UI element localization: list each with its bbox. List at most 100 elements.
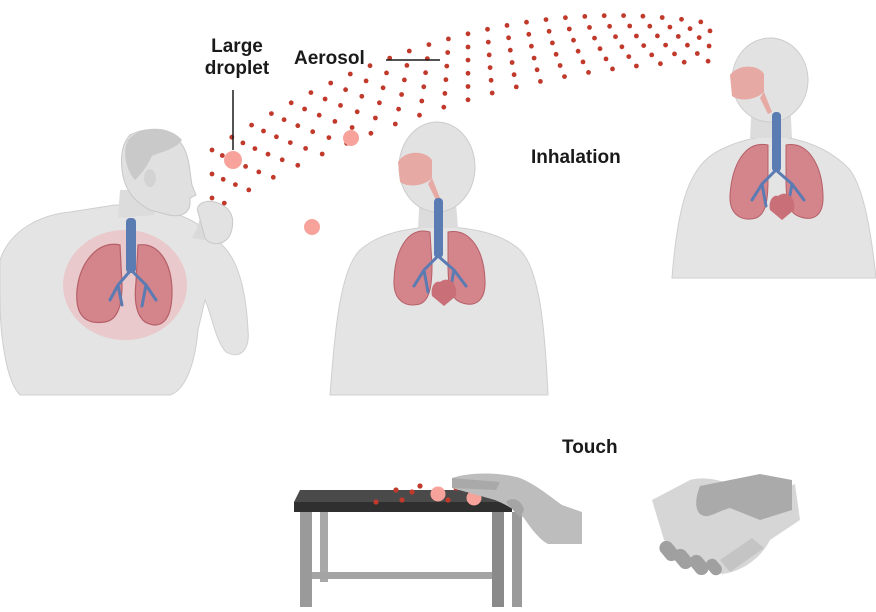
aerosol-dot — [668, 25, 673, 30]
aerosol-dot — [355, 109, 360, 114]
aerosol-dot — [280, 157, 285, 162]
aerosol-dot — [529, 44, 534, 49]
aerosol-dot — [295, 123, 300, 128]
aerosol-dot — [641, 43, 646, 48]
aerosol-dot — [487, 53, 492, 58]
aerosol-dot — [544, 17, 549, 22]
aerosol-dot — [488, 65, 493, 70]
aerosol-dot — [610, 67, 615, 72]
aerosol-dot — [607, 24, 612, 29]
aerosol-dot — [489, 78, 494, 83]
aerosol-dot — [706, 59, 711, 64]
aerosol-dot — [444, 64, 449, 69]
aerosol-dot — [567, 27, 572, 32]
aerosol-dot — [490, 91, 495, 96]
aerosol-dot — [535, 67, 540, 72]
aerosol-dot — [526, 32, 531, 37]
large-droplet — [304, 219, 320, 235]
aerosol-dot — [505, 23, 510, 28]
aerosol-dot — [261, 129, 266, 134]
aerosol-dot — [241, 141, 246, 146]
aerosol-dot — [328, 81, 333, 86]
aerosol-dot — [663, 43, 668, 48]
aerosol-dot — [309, 90, 314, 95]
aerosol-dot — [581, 60, 586, 65]
large-droplets — [224, 130, 359, 235]
aerosol-dot — [598, 46, 603, 51]
aerosol-dot — [271, 175, 276, 180]
aerosol-dot — [327, 135, 332, 140]
aerosol-dot — [647, 24, 652, 29]
aerosol-dot — [707, 44, 712, 49]
touch-label: Touch — [562, 437, 618, 459]
aerosol-dot — [221, 177, 226, 182]
large-droplet-label: Large droplet — [203, 36, 271, 80]
aerosol-dot — [621, 13, 626, 18]
inhaling-person-right — [672, 38, 876, 278]
large-droplet-label-line2: droplet — [203, 58, 271, 80]
aerosol-dot — [338, 103, 343, 108]
aerosol-dot — [466, 58, 471, 63]
aerosol-dot — [373, 116, 378, 121]
aerosol-dot — [288, 140, 293, 145]
aerosol-dot — [592, 36, 597, 41]
aerosol-dot — [359, 94, 364, 99]
aerosol-dot — [443, 91, 448, 96]
aerosol-dot — [222, 201, 227, 206]
aerosol-dot — [571, 38, 576, 43]
aerosol-dot — [399, 92, 404, 97]
aerosol-dot — [419, 99, 424, 104]
aerosol-label: Aerosol — [294, 48, 365, 70]
aerosol-dot — [320, 152, 325, 157]
aerosol-dot — [220, 153, 225, 158]
aerosol-dot — [576, 49, 581, 54]
aerosol-dot — [405, 63, 410, 68]
table — [294, 490, 522, 607]
aerosol-dot — [295, 163, 300, 168]
aerosol-dot — [532, 56, 537, 61]
aerosol-dot — [256, 170, 261, 175]
aerosol-dot — [253, 146, 258, 151]
aerosol-dot — [333, 119, 338, 124]
aerosol-dot — [512, 72, 517, 77]
aerosol-dot — [550, 41, 555, 46]
aerosol-dot — [243, 164, 248, 169]
aerosol-dot — [233, 182, 238, 187]
aerosol-dot — [466, 97, 471, 102]
aerosol-dot — [660, 15, 665, 20]
aerosol-dot — [485, 27, 490, 32]
aerosol-dot — [649, 53, 654, 58]
aerosol-dot — [466, 71, 471, 76]
aerosol-dot — [446, 37, 451, 42]
aerosol-dot — [266, 152, 271, 157]
aerosol-dot — [348, 72, 353, 77]
large-droplet — [224, 151, 242, 169]
aerosol-dot — [697, 35, 702, 40]
aerosol-dot — [402, 78, 407, 83]
aerosol-dot — [343, 87, 348, 92]
aerosol-dot — [377, 100, 382, 105]
aerosol-dot — [620, 44, 625, 49]
aerosol-dot — [421, 84, 426, 89]
aerosol-dot — [427, 42, 432, 47]
aerosol-dot — [508, 48, 513, 53]
aerosol-dot — [538, 79, 543, 84]
aerosol-dot — [672, 52, 677, 57]
aerosol-dot — [510, 60, 515, 65]
aerosol-dot — [563, 15, 568, 20]
large-droplet-label-line1: Large — [203, 36, 271, 58]
coughing-person — [0, 129, 248, 395]
aerosol-dot — [310, 129, 315, 134]
inhaling-person-center — [330, 122, 548, 395]
aerosol-dot — [381, 85, 386, 90]
aerosol-dot — [368, 63, 373, 68]
aerosol-dot — [685, 43, 690, 48]
aerosol-dot — [514, 85, 519, 90]
aerosol-dot — [604, 57, 609, 62]
aerosol-dot — [641, 14, 646, 19]
aerosol-dot — [655, 34, 660, 39]
aerosol-dot — [303, 146, 308, 151]
aerosol-dot — [393, 122, 398, 127]
aerosol-dot — [627, 24, 632, 29]
